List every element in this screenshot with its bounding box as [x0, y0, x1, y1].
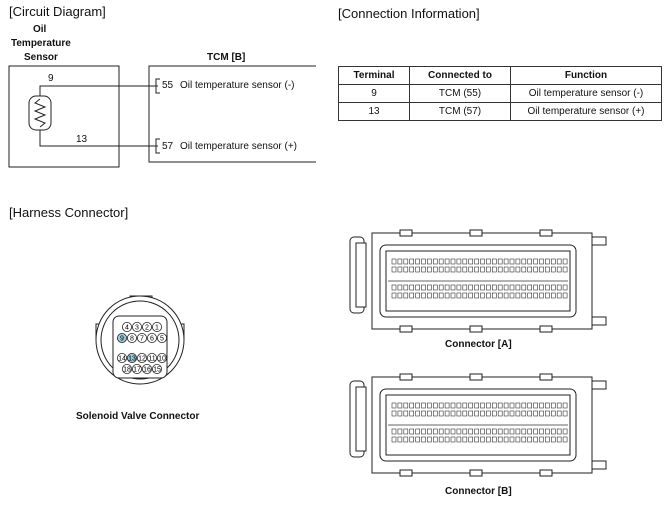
solenoid-pin-label: 12 [138, 356, 146, 363]
tcm-terminal-55 [155, 78, 160, 94]
connector-b [349, 373, 607, 477]
wire-pin13 [39, 130, 158, 147]
solenoid-pin-label: 15 [153, 367, 161, 374]
table-header-terminal: Terminal [338, 66, 410, 85]
solenoid-pin-label: 4 [125, 325, 129, 332]
solenoid-pin [156, 332, 167, 343]
solenoid-pin [151, 321, 162, 332]
solenoid-pin-label: 6 [150, 336, 154, 343]
connection-table: Terminal Connected to Function 9 TCM (55… [338, 66, 662, 121]
solenoid-pin [156, 352, 167, 363]
solenoid-pin-label: 10 [158, 356, 166, 363]
connector-b-caption: Connector [B] [445, 486, 512, 497]
tcm-pin-57-label: Oil temperature sensor (+) [180, 141, 297, 152]
tcm-pin-55-label: Oil temperature sensor (-) [180, 80, 295, 91]
connector-a [349, 229, 607, 333]
solenoid-pin-label: 18 [123, 367, 131, 374]
sensor-box [8, 65, 120, 168]
solenoid-pin [122, 363, 133, 374]
solenoid-pin-label: 16 [143, 367, 151, 374]
table-header-function: Function [510, 66, 662, 85]
table-cell: 13 [338, 102, 410, 121]
solenoid-pin [136, 352, 147, 363]
connector-a-caption: Connector [A] [445, 339, 512, 350]
table-header-connected: Connected to [409, 66, 511, 85]
harness-connector-title: [Harness Connector] [9, 205, 129, 220]
table-cell: 9 [338, 84, 410, 103]
tcm-box [148, 65, 316, 163]
solenoid-pin [127, 332, 138, 343]
sensor-label-line3: Sensor [24, 52, 58, 63]
solenoid-pin [141, 321, 152, 332]
solenoid-pin-label: 7 [140, 336, 144, 343]
solenoid-pin [141, 363, 152, 374]
thermistor-body [28, 95, 52, 131]
solenoid-pin-label: 2 [145, 325, 149, 332]
solenoid-pin-label: 1 [155, 325, 159, 332]
connection-info-title: [Connection Information] [338, 6, 480, 21]
solenoid-pin-label: 5 [160, 336, 164, 343]
solenoid-pin-label: 11 [148, 356, 155, 363]
solenoid-pin-label: 17 [133, 367, 141, 374]
table-row: 13 TCM (57) Oil temperature sensor (+) [338, 102, 662, 121]
solenoid-pin [131, 321, 142, 332]
solenoid-pin-label: 3 [135, 325, 139, 332]
solenoid-pin [122, 321, 133, 332]
solenoid-pin-label: 13 [128, 356, 136, 363]
wire-pin9 [39, 85, 158, 96]
table-cell: Oil temperature sensor (+) [510, 102, 662, 121]
solenoid-pin [131, 363, 142, 374]
thermistor-zigzag [33, 98, 47, 128]
table-cell: TCM (57) [409, 102, 511, 121]
solenoid-caption: Solenoid Valve Connector [76, 411, 200, 422]
table-cell: TCM (55) [409, 84, 511, 103]
solenoid-pin-label: 14 [118, 356, 126, 363]
solenoid-pin [117, 352, 128, 363]
solenoid-pin-label: 9 [120, 336, 124, 343]
solenoid-pin [146, 352, 157, 363]
tcm-label: TCM [B] [207, 52, 246, 63]
tcm-pin-55: 55 [162, 80, 174, 91]
solenoid-pin [127, 352, 138, 363]
table-row: 9 TCM (55) Oil temperature sensor (-) [338, 84, 662, 103]
table-cell: Oil temperature sensor (-) [510, 84, 662, 103]
solenoid-pin-label: 8 [130, 336, 134, 343]
tcm-terminal-57 [155, 138, 160, 154]
solenoid-pin [117, 332, 128, 343]
sensor-pin-13: 13 [76, 134, 88, 145]
sensor-label-line2: Temperature [11, 38, 71, 49]
sensor-pin-9: 9 [48, 73, 54, 84]
circuit-diagram-title: [Circuit Diagram] [9, 4, 106, 19]
tcm-pin-57: 57 [162, 141, 174, 152]
solenoid-pin [151, 363, 162, 374]
solenoid-pin [146, 332, 157, 343]
sensor-label-line1: Oil [33, 24, 47, 35]
solenoid-pin [136, 332, 147, 343]
